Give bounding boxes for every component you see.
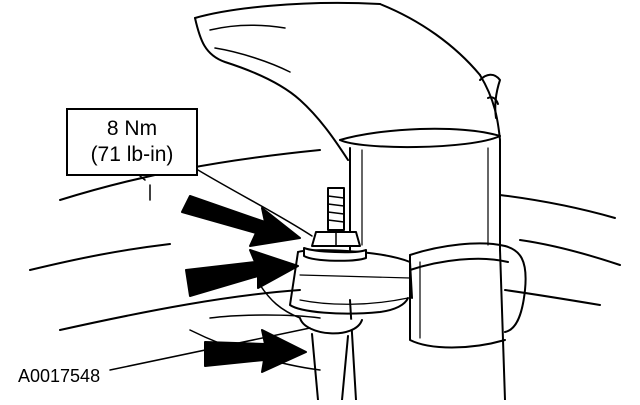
callout-leader	[139, 169, 313, 237]
support-tube	[339, 127, 506, 401]
figure-id-label: A0017548	[18, 366, 101, 386]
pointer-arrow-middle	[185, 249, 299, 297]
torque-imperial-label: (71 lb-in)	[90, 143, 174, 166]
mount-bracket	[289, 249, 413, 315]
torque-metric-label: 8 Nm	[106, 117, 158, 140]
torque-callout: 8 Nm (71 lb-in)	[66, 108, 198, 176]
clamp-band	[409, 73, 527, 349]
pointer-arrow-lower	[204, 329, 307, 373]
stud-and-nut	[303, 187, 367, 262]
pointer-arrow-upper	[181, 195, 301, 247]
lower-isolator	[189, 284, 363, 401]
upper-body	[194, 1, 501, 161]
